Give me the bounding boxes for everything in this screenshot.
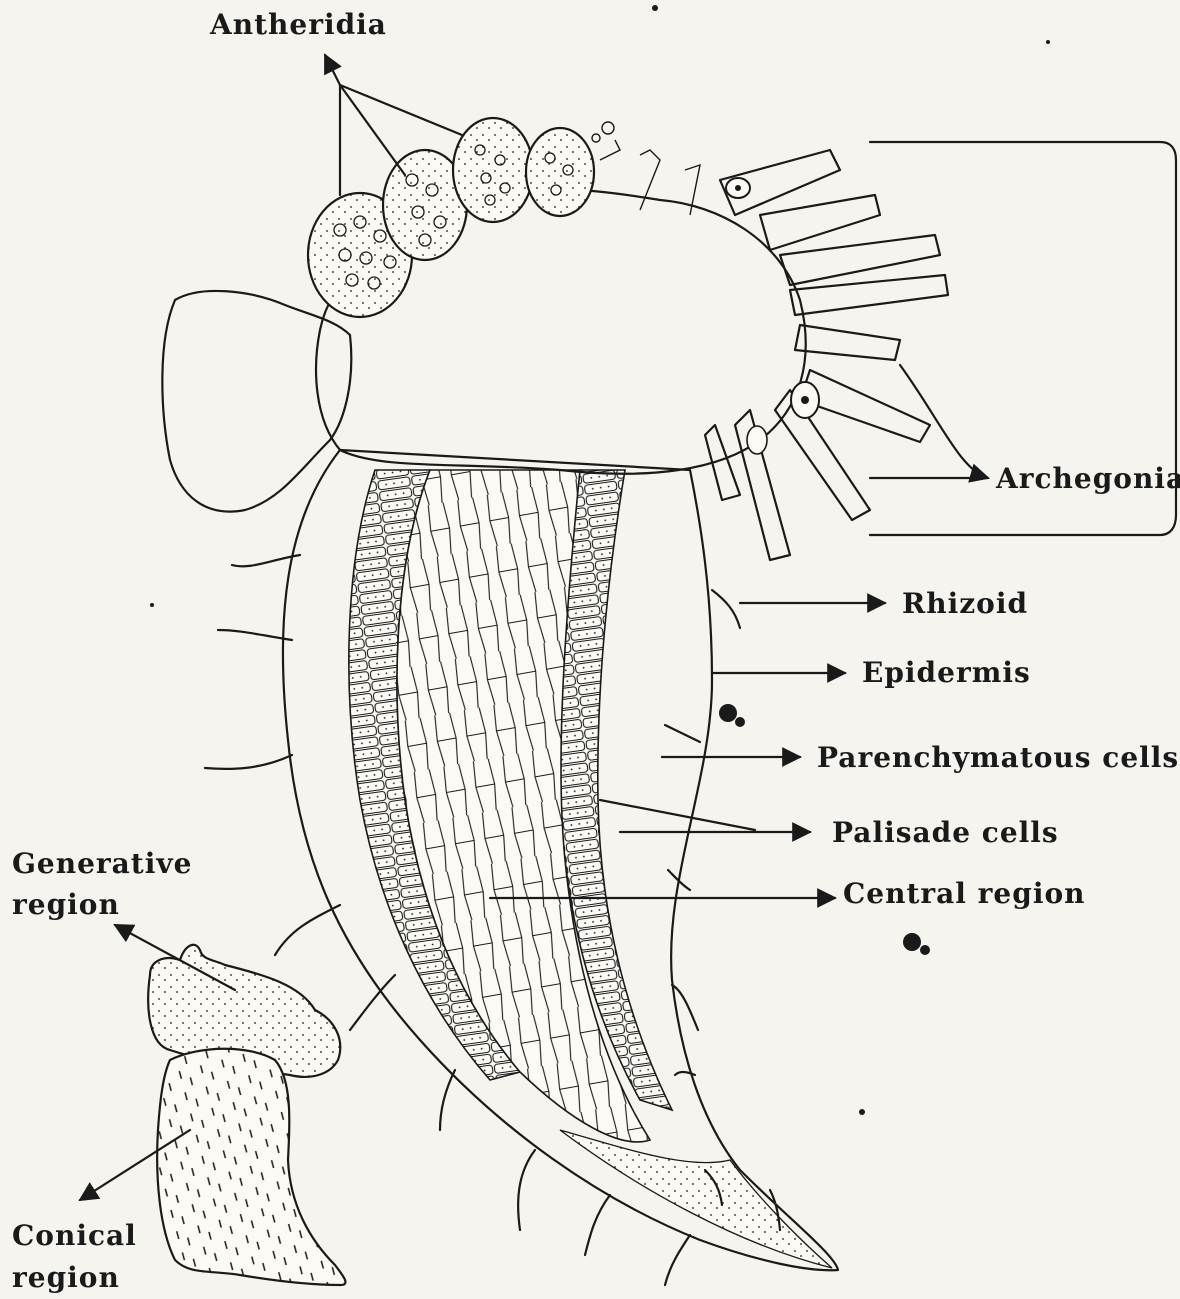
main-body [283,450,838,1270]
conical-region-label-1: Conical [12,1219,137,1252]
palisade-cells-label: Palisade cells [832,816,1059,849]
germinating-spore-inset [148,945,345,1285]
dehisced-antheridia [592,122,700,215]
conical-region-label-2: region [12,1261,120,1294]
conical-region-shape [157,1049,345,1285]
rhizoid-label: Rhizoid [902,587,1028,620]
archegonia-group [705,150,948,560]
antheridia-label: Antheridia [209,8,387,41]
parenchymatous-cells-label: Parenchymatous cells [817,741,1179,774]
antheridium [453,118,533,222]
left-lobe [162,291,351,512]
epidermis-label: Epidermis [862,656,1031,689]
generative-region-label-2: region [12,888,120,921]
antheridium [526,128,594,216]
generative-region-label-1: Generative [12,847,192,880]
central-region-label: Central region [843,877,1085,910]
archegonia-label: Archegonia [995,462,1180,495]
antheridia-group [308,118,700,317]
